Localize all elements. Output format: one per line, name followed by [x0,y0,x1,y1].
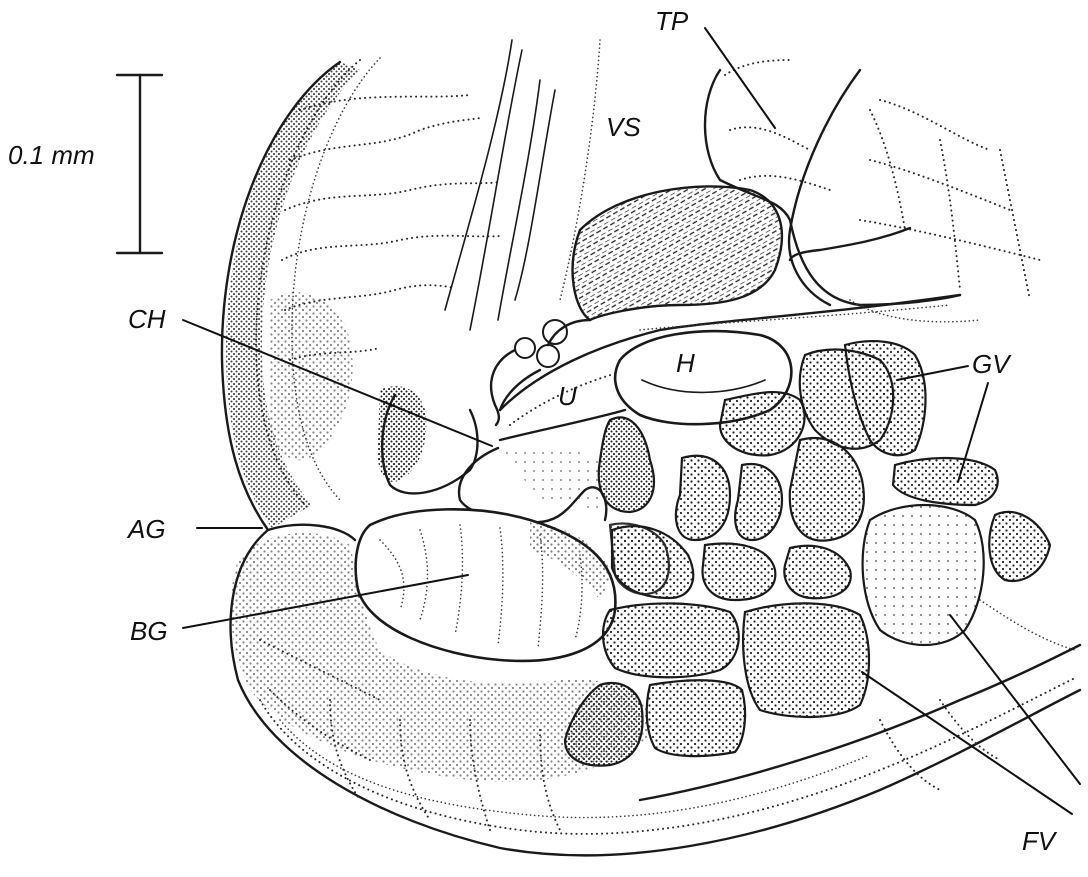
label-fv: FV [1022,826,1058,856]
albumen-gland-lobes [270,95,500,493]
label-ag: AG [126,514,166,544]
label-ch: CH [128,304,166,334]
label-vs: VS [606,112,641,142]
label-tp: TP [655,6,689,36]
label-u: U [558,381,577,411]
scale-bar [117,75,162,253]
label-gv: GV [972,349,1012,379]
bursa-gland [356,509,616,661]
label-bg: BG [130,616,168,646]
scale-bar-label: 0.1 mm [8,140,95,170]
label-h: H [676,348,695,378]
